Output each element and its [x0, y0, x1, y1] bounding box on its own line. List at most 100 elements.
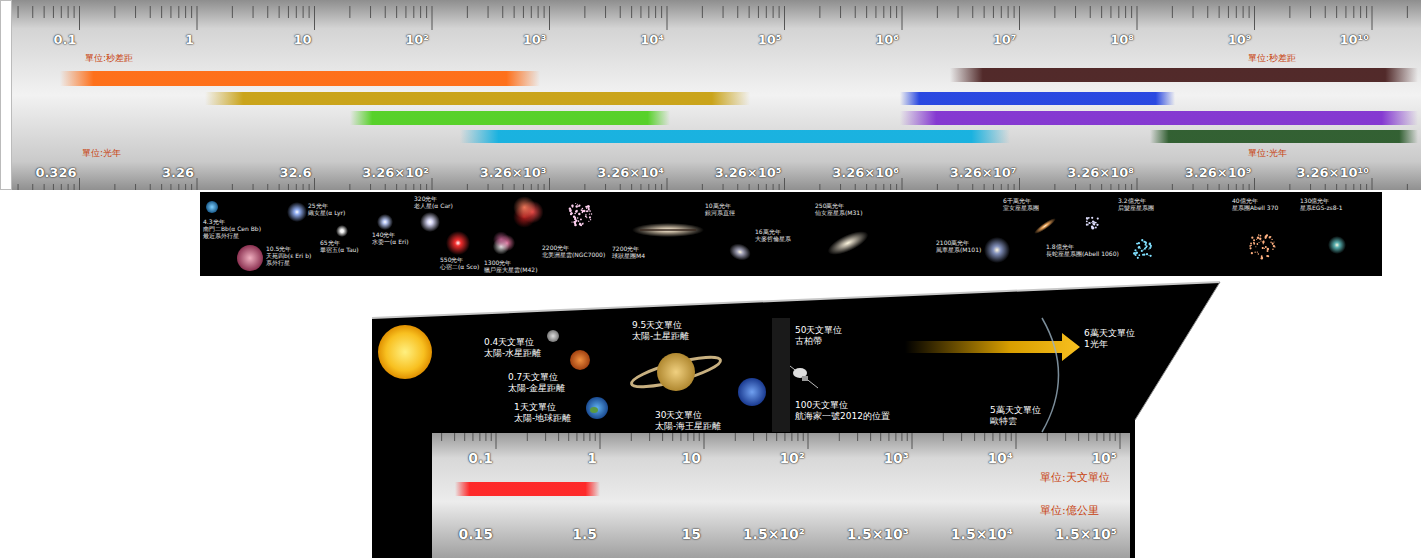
- tick: [1353, 6, 1354, 18]
- text-line: 0.4天文單位: [484, 337, 541, 348]
- cluster-dot: [570, 209, 571, 210]
- tick: [426, 6, 427, 18]
- tick: [655, 6, 656, 18]
- object-caption: 6千萬光年 室女座星系團: [1003, 198, 1039, 212]
- tick: [413, 184, 414, 190]
- tick: [197, 178, 198, 190]
- cluster-dot: [1090, 222, 1091, 223]
- tick: [74, 184, 75, 190]
- tick: [491, 433, 492, 441]
- tick: [595, 433, 596, 441]
- scale-number: 3.26×10⁴: [597, 165, 664, 180]
- text-line: 3.26×10⁷: [950, 165, 1017, 180]
- tick: [485, 433, 486, 441]
- scale-number: 0.15: [458, 526, 493, 542]
- tick: [1109, 433, 1110, 441]
- tick: [523, 184, 524, 190]
- cluster-dot: [1265, 235, 1267, 237]
- scale-number: 0.1: [468, 450, 493, 466]
- tick: [993, 6, 994, 18]
- cluster-dot: [587, 205, 589, 207]
- tick: [558, 433, 559, 441]
- tick: [191, 184, 192, 190]
- scale-number: 10⁵: [1091, 450, 1117, 466]
- tick: [1243, 184, 1244, 190]
- scale-number: 3.26×10⁸: [1067, 165, 1134, 180]
- tick: [413, 6, 414, 18]
- tick: [984, 184, 985, 190]
- tick: [631, 433, 632, 441]
- tick: [999, 433, 1000, 441]
- tick: [1103, 433, 1104, 441]
- cluster-dot: [1146, 247, 1147, 248]
- tick: [150, 6, 151, 18]
- object-caption: 7200光年 球狀星團M4: [612, 246, 645, 260]
- tick: [937, 6, 938, 18]
- galaxy-picture: [632, 223, 704, 237]
- scale-number: 10⁹: [1228, 32, 1252, 47]
- cluster-dot: [1261, 257, 1263, 259]
- tick: [1249, 184, 1250, 190]
- cluster-dot: [1149, 243, 1152, 246]
- tick: [1118, 6, 1119, 18]
- tick: [901, 433, 902, 441]
- tick: [1115, 433, 1116, 441]
- object-caption: 4.3光年 南門二Bb(α Cen Bb) 最近系外行星: [203, 219, 261, 240]
- cluster-dot: [1135, 251, 1138, 254]
- tick: [839, 433, 840, 441]
- tick: [699, 433, 700, 441]
- text-line: 30天文單位: [655, 410, 721, 421]
- object-pictures: [206, 196, 1346, 271]
- range-bands: [60, 68, 1418, 143]
- scale-number: 10²: [779, 450, 805, 466]
- tick: [531, 6, 532, 18]
- cluster-dot: [580, 218, 582, 220]
- tick: [1075, 184, 1076, 190]
- inset-panel: [372, 282, 1220, 558]
- tick: [1243, 6, 1244, 18]
- object-caption: 130億光年 星系EGS-zs8-1: [1300, 198, 1343, 212]
- cluster-dot: [1148, 255, 1149, 256]
- tick: [454, 433, 455, 441]
- text-line: 3.26×10¹⁰: [1297, 165, 1369, 180]
- voyager-body: [802, 376, 808, 381]
- cluster-dot: [1261, 255, 1263, 257]
- distance-caption: 50天文單位 古柏帶: [795, 325, 842, 347]
- tick: [1407, 184, 1408, 190]
- text-line: 3.2億光年: [1118, 198, 1154, 205]
- text-line: 1.5×10²: [743, 526, 805, 542]
- cluster-dot: [575, 217, 577, 219]
- cluster-dot: [1092, 223, 1093, 224]
- star-picture: [420, 212, 440, 232]
- text-line: 32.6: [279, 165, 311, 180]
- range-band: [900, 92, 1175, 105]
- tick: [1054, 6, 1055, 18]
- cluster-dot: [575, 210, 577, 212]
- text-line: 室女座星系團: [1003, 205, 1039, 212]
- cluster-dot: [1269, 237, 1270, 238]
- tick: [766, 6, 767, 18]
- cluster-dot: [1272, 248, 1274, 250]
- text-line: 3.26×10⁵: [715, 165, 782, 180]
- cluster-dot: [579, 223, 581, 225]
- tick: [279, 184, 280, 190]
- text-line: 50天文單位: [795, 325, 842, 336]
- cluster-dot: [1272, 243, 1273, 244]
- cluster-dot: [1133, 252, 1135, 254]
- scale-number: 1.5: [572, 526, 597, 542]
- tick: [296, 184, 297, 190]
- cluster-dot: [1143, 249, 1144, 250]
- tick: [875, 6, 876, 18]
- tick: [467, 6, 468, 18]
- cluster-dot: [578, 220, 580, 222]
- tick: [589, 433, 590, 441]
- tick: [267, 6, 268, 18]
- object-caption: 140光年 水委一(α Eri): [372, 232, 408, 246]
- tick: [702, 6, 703, 18]
- text-line: 3.26×10²: [362, 165, 429, 180]
- tick: [776, 433, 777, 441]
- tick: [279, 6, 280, 18]
- cluster-dot: [1135, 254, 1137, 256]
- range-band: [205, 92, 750, 105]
- tick: [840, 184, 841, 190]
